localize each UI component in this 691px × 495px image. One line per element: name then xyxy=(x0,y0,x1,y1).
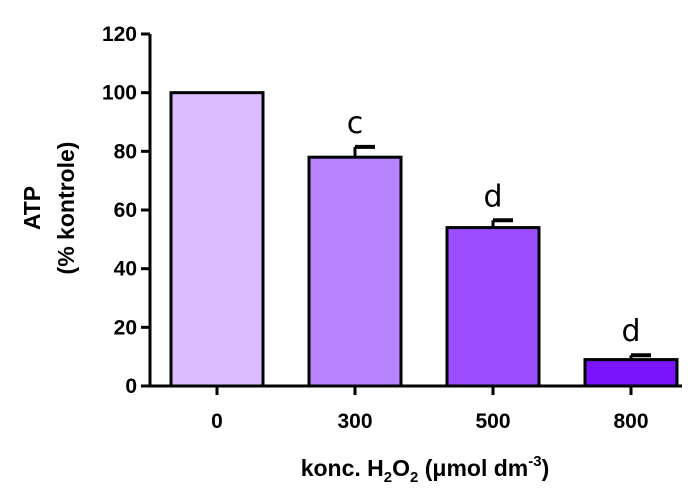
x-axis-title-sub2: 2 xyxy=(410,469,418,486)
y-tick-label-40: 40 xyxy=(114,258,137,281)
bar-500 xyxy=(445,226,541,388)
bars-layer: c d d xyxy=(169,91,679,388)
x-axis-title-sub1: 2 xyxy=(384,469,392,486)
x-axis-title-sup: -3 xyxy=(528,453,541,470)
x-tick-label-800: 800 xyxy=(613,410,648,433)
significance-label-300: c xyxy=(347,106,364,141)
bar-300 xyxy=(307,155,403,388)
bar-800 xyxy=(583,358,679,388)
x-axis-title-mid: O xyxy=(392,455,410,481)
x-axis-title-close: ) xyxy=(542,455,550,481)
y-axis-title-line2: (% kontrole) xyxy=(53,142,79,275)
x-axis-title: konc. H2O2 (μmol dm-3) xyxy=(301,453,550,486)
x-tick-label-300: 300 xyxy=(337,410,372,433)
bar-0 xyxy=(169,91,265,388)
axes-layer: 0 300 500 800 0 20 40 60 80 100 120 xyxy=(102,23,682,433)
x-tick-label-500: 500 xyxy=(475,410,510,433)
y-tick-label-20: 20 xyxy=(114,316,137,339)
significance-label-500: d xyxy=(483,179,502,214)
x-axis-title-unit: (μmol dm xyxy=(418,455,528,481)
y-tick-label-80: 80 xyxy=(114,140,137,163)
x-axis-title-prefix: konc. H xyxy=(301,455,384,481)
y-tick-label-60: 60 xyxy=(114,199,137,222)
x-tick-label-0: 0 xyxy=(211,410,223,433)
y-tick-label-120: 120 xyxy=(102,23,137,46)
y-axis-title-line1: ATP xyxy=(19,186,45,230)
y-tick-label-0: 0 xyxy=(125,375,137,398)
y-tick-label-100: 100 xyxy=(102,82,137,105)
significance-label-800: d xyxy=(621,314,640,349)
